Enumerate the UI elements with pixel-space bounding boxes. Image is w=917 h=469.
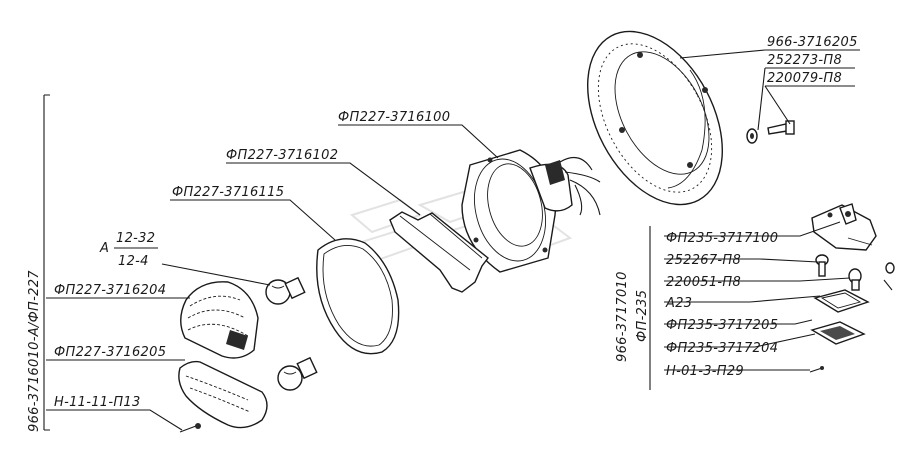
label-left-assembly: 966-3716010-А/ФП-227 — [27, 270, 42, 432]
plate-bulb-part — [848, 268, 862, 291]
label-plate-frame: ФП235-3717204 — [666, 341, 778, 356]
plate-lens-part — [813, 289, 870, 313]
plate-washer-part — [883, 262, 895, 291]
label-plate-lens: ФП235-3717205 — [666, 318, 778, 333]
screw-left-part — [179, 423, 201, 433]
plate-frame-part — [810, 321, 866, 345]
plate-screw-part — [815, 254, 829, 277]
bulb-upper-part — [265, 276, 306, 305]
gasket-part — [316, 238, 400, 355]
label-plate-screw: 252267-П8 — [666, 253, 741, 268]
label-bulb-lower: 12-4 — [118, 254, 149, 269]
lens-upper-part — [180, 281, 259, 359]
label-gasket: ФП227-3716115 — [172, 185, 284, 200]
ring-rim-part — [587, 30, 723, 206]
label-bracket: ФП227-3716102 — [226, 148, 338, 163]
plate-small-screw-part — [809, 366, 824, 373]
label-lens-lower: ФП227-3716205 — [54, 345, 166, 360]
label-ring-washer: 220079-П8 — [767, 71, 842, 86]
label-plate-small-screw: Н-01-3-П29 — [666, 364, 744, 379]
label-plate-bulb: А23 — [665, 296, 692, 311]
label-bulb-prefix: А — [99, 241, 109, 256]
leader-lines — [43, 49, 860, 431]
label-plate-lamp: ФП235-3717100 — [666, 231, 778, 246]
ring-screw-part — [746, 120, 795, 144]
label-ring-screw: 252273-П8 — [767, 53, 842, 68]
label-bulb-upper: 12-32 — [116, 231, 155, 246]
bulb-lower-part — [277, 356, 318, 391]
label-ring-part: 966-3716205 — [767, 35, 858, 50]
label-plate-assembly-top: 966-3717010 — [615, 271, 630, 362]
label-housing: ФП227-3716100 — [338, 110, 450, 125]
label-screw-left: Н-11-11-П13 — [54, 395, 141, 410]
label-plate-assembly-bottom: ФП-235 — [635, 290, 650, 342]
label-plate-washer: 220051-П8 — [666, 275, 741, 290]
plate-lamp-part — [811, 203, 877, 251]
housing-part — [461, 149, 601, 273]
lens-lower-part — [178, 360, 268, 429]
bracket-part — [389, 211, 489, 293]
label-lens-upper: ФП227-3716204 — [54, 283, 166, 298]
